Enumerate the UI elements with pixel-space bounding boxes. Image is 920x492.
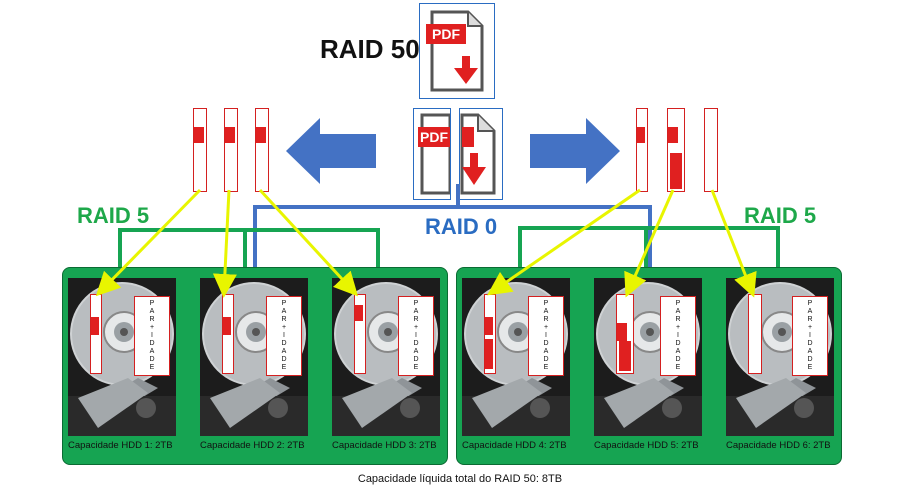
parity-letter: A bbox=[807, 308, 813, 315]
parity-letter: + bbox=[281, 324, 287, 331]
parity-letter: E bbox=[543, 364, 549, 371]
pdf-stripe-left: PDF bbox=[413, 108, 452, 200]
disk-data-slice bbox=[354, 294, 366, 374]
pdf-document-icon: PDF bbox=[419, 3, 495, 99]
parity-letter: A bbox=[543, 308, 549, 315]
parity-letter: P bbox=[413, 300, 419, 307]
disk-data-slice bbox=[222, 294, 234, 374]
parity-letter: + bbox=[413, 324, 419, 331]
disk-data-slice bbox=[616, 294, 634, 374]
parity-letter: I bbox=[151, 332, 153, 339]
parity-letter: A bbox=[675, 348, 681, 355]
parity-letter: A bbox=[807, 348, 813, 355]
parity-letter: R bbox=[675, 316, 681, 323]
pdf-icon-label: PDF bbox=[432, 26, 460, 42]
parity-letter: E bbox=[807, 364, 813, 371]
parity-letter: P bbox=[543, 300, 549, 307]
parity-letter: E bbox=[281, 364, 287, 371]
parity-letter: A bbox=[281, 308, 287, 315]
total-capacity-text: Capacidade líquida total do RAID 50: 8TB bbox=[357, 473, 563, 485]
raid5-right-slice-1 bbox=[636, 108, 648, 192]
parity-letter: D bbox=[149, 340, 155, 347]
parity-letter: + bbox=[543, 324, 549, 331]
parity-letter: A bbox=[413, 348, 419, 355]
diagram-title: RAID 50 bbox=[320, 34, 420, 64]
parity-letter: I bbox=[545, 332, 547, 339]
parity-letter: P bbox=[281, 300, 287, 307]
parity-letter: E bbox=[149, 364, 155, 371]
parity-letter: A bbox=[413, 308, 419, 315]
hdd-capacity-label: Capacidade HDD 3: 2TB bbox=[332, 440, 437, 451]
parity-letter: D bbox=[281, 340, 287, 347]
parity-letter: D bbox=[413, 356, 419, 363]
parity-letter: D bbox=[807, 340, 813, 347]
pdf-icon-label: PDF bbox=[420, 129, 448, 145]
parity-letter: R bbox=[281, 316, 287, 323]
parity-letter: E bbox=[675, 364, 681, 371]
parity-letter: D bbox=[675, 356, 681, 363]
parity-letter: P bbox=[675, 300, 681, 307]
parity-letter: + bbox=[149, 324, 155, 331]
arrow-left-icon bbox=[286, 118, 376, 184]
raid0-label: RAID 0 bbox=[425, 214, 498, 239]
parity-letter: D bbox=[149, 356, 155, 363]
parity-letter: A bbox=[281, 348, 287, 355]
parity-letter: P bbox=[807, 300, 813, 307]
raid5-left-label: RAID 5 bbox=[77, 203, 150, 228]
parity-letter: D bbox=[807, 356, 813, 363]
parity-letter: R bbox=[413, 316, 419, 323]
parity-letter: A bbox=[675, 308, 681, 315]
parity-letter: D bbox=[675, 340, 681, 347]
parity-letter: R bbox=[149, 316, 155, 323]
parity-letter: + bbox=[675, 324, 681, 331]
hdd-capacity-label: Capacidade HDD 4: 2TB bbox=[462, 440, 567, 451]
pdf-stripe-right bbox=[459, 108, 503, 200]
raid5-right-label: RAID 5 bbox=[744, 203, 817, 228]
raid5-left-slice-2 bbox=[224, 108, 238, 192]
parity-letter: D bbox=[413, 340, 419, 347]
parity-letter: R bbox=[807, 316, 813, 323]
parity-letter: P bbox=[149, 300, 155, 307]
parity-letter: R bbox=[543, 316, 549, 323]
parity-letter: + bbox=[807, 324, 813, 331]
hdd-capacity-label: Capacidade HDD 5: 2TB bbox=[594, 440, 699, 451]
parity-letter: D bbox=[543, 340, 549, 347]
parity-letter: E bbox=[413, 364, 419, 371]
hdd-capacity-label: Capacidade HDD 1: 2TB bbox=[68, 440, 173, 451]
hdd-capacity-label: Capacidade HDD 2: 2TB bbox=[200, 440, 305, 451]
raid5-right-slice-2 bbox=[667, 108, 685, 192]
parity-letter: D bbox=[543, 356, 549, 363]
parity-letter: A bbox=[149, 308, 155, 315]
arrow-right-icon bbox=[530, 118, 620, 184]
hdd-capacity-label: Capacidade HDD 6: 2TB bbox=[726, 440, 831, 451]
parity-letter: I bbox=[283, 332, 285, 339]
parity-letter: I bbox=[677, 332, 679, 339]
disk-data-slice bbox=[484, 294, 496, 374]
parity-letter: D bbox=[281, 356, 287, 363]
parity-letter: A bbox=[149, 348, 155, 355]
parity-letter: A bbox=[543, 348, 549, 355]
parity-letter: I bbox=[809, 332, 811, 339]
parity-letter: I bbox=[415, 332, 417, 339]
